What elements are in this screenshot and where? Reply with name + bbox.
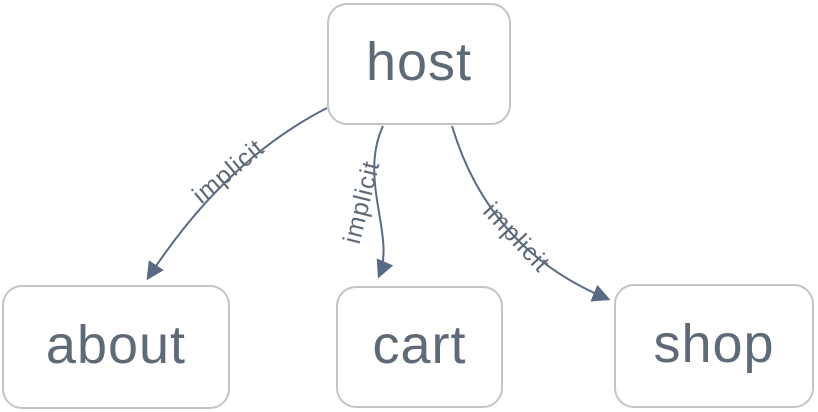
edge-host-shop xyxy=(451,125,611,302)
edge-host-cart xyxy=(373,125,394,279)
edge-host-about xyxy=(146,107,328,281)
edge-label-host-shop: implicit xyxy=(477,197,555,278)
node-cart-label: cart xyxy=(372,315,467,375)
node-shop[interactable]: shop xyxy=(614,284,814,408)
node-shop-label: shop xyxy=(653,314,775,374)
node-about-label: about xyxy=(45,315,187,375)
node-host-label: host xyxy=(365,32,473,92)
edge-label-host-about: implicit xyxy=(187,134,270,210)
node-about[interactable]: about xyxy=(2,285,230,409)
node-host[interactable]: host xyxy=(327,3,511,125)
node-cart[interactable]: cart xyxy=(336,286,503,408)
